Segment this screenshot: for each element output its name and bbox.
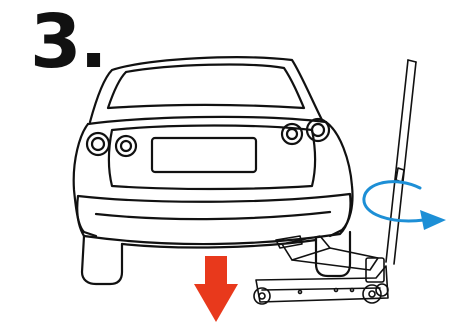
floor-jack — [253, 59, 417, 305]
lower-down-arrow-icon — [194, 256, 238, 322]
step-number: 3. — [30, 0, 108, 85]
car-rear-view — [72, 56, 354, 286]
counterclockwise-rotate-arrow-icon — [362, 180, 446, 230]
